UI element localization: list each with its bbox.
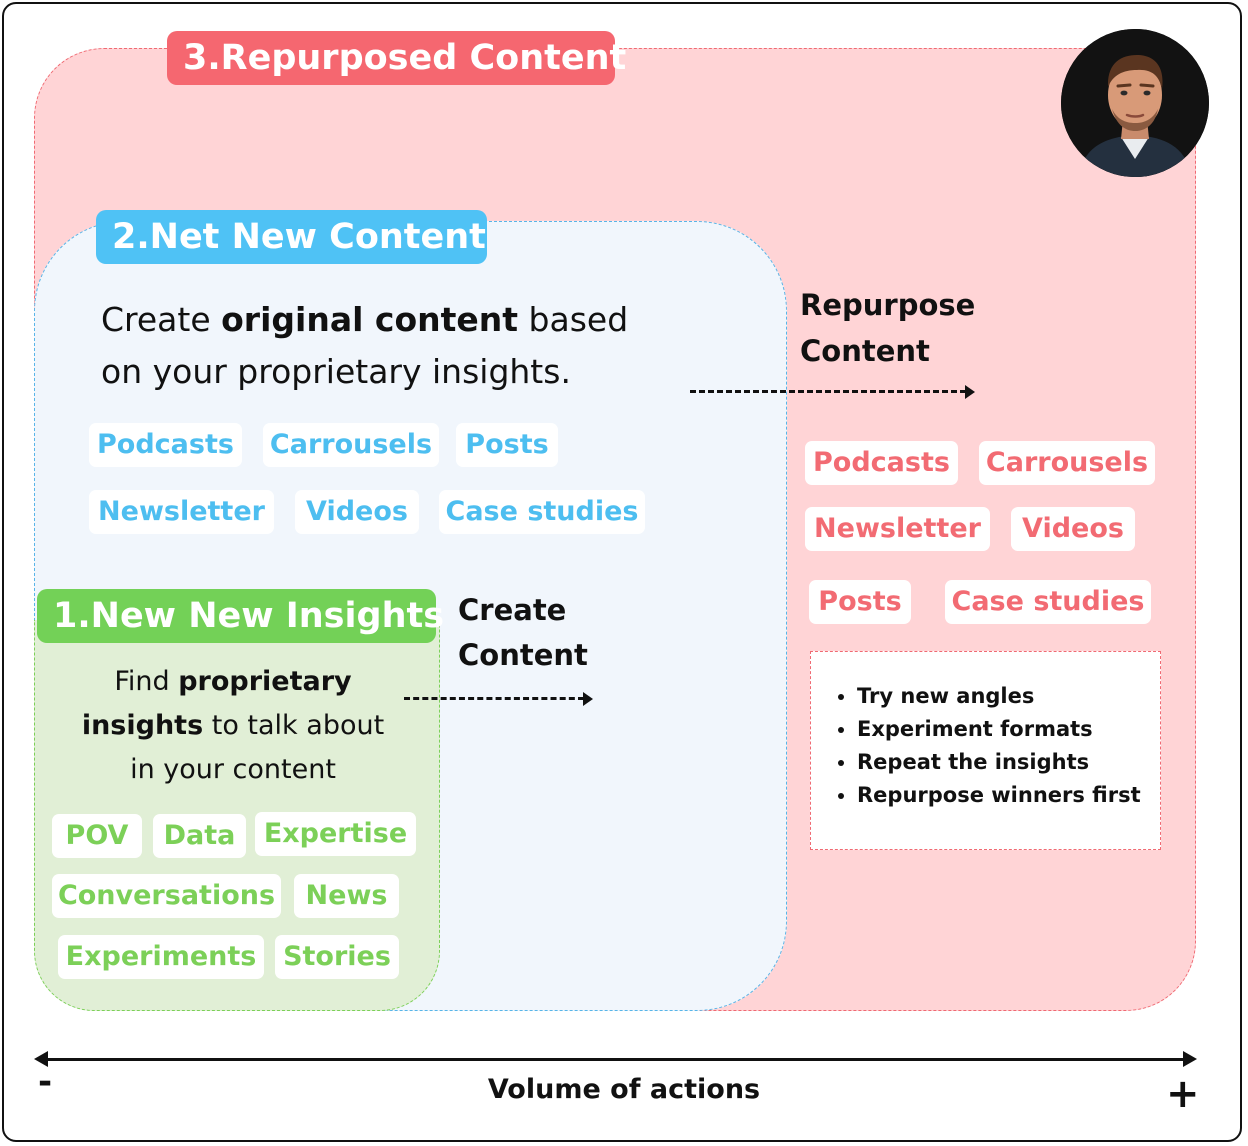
repurposed-chip-case-studies: Case studies	[945, 580, 1151, 624]
insights-chip-stories: Stories	[275, 935, 399, 979]
create-label-line2: Content	[458, 638, 588, 672]
desc-bold-text: proprietary	[178, 666, 352, 697]
repurpose-label-line2: Content	[800, 334, 930, 368]
insights-chip-conversations: Conversations	[52, 874, 281, 918]
portrait-illustration	[1061, 29, 1209, 177]
insights-chip-expertise: Expertise	[255, 812, 416, 856]
net-new-chip-case-studies: Case studies	[439, 490, 645, 534]
net-new-description-line2: on your proprietary insights.	[101, 352, 571, 391]
tip-item: Experiment formats	[857, 713, 1160, 746]
tip-item: Repurpose winners first	[857, 779, 1160, 812]
insights-chip-pov: POV	[52, 814, 142, 858]
insights-description-line2: insights to talk about	[58, 704, 408, 748]
axis-arrow-right-icon	[1183, 1051, 1197, 1067]
insights-description-line1: Find proprietary	[58, 660, 408, 704]
net-new-chip-posts: Posts	[456, 423, 558, 467]
net-new-description: Create original content based on your pr…	[101, 294, 628, 398]
axis-max-symbol: +	[1166, 1071, 1200, 1117]
tips-list: Try new angles Experiment formats Repeat…	[811, 652, 1160, 812]
author-avatar	[1061, 29, 1209, 177]
insights-chip-data: Data	[153, 814, 246, 858]
repurpose-content-label: Repurpose Content	[800, 282, 975, 374]
repurposed-chip-podcasts: Podcasts	[805, 441, 958, 485]
tip-item: Try new angles	[857, 680, 1160, 713]
repurposed-chip-carrousels: Carrousels	[979, 441, 1155, 485]
repurpose-arrow	[690, 384, 975, 399]
desc-bold-text: insights	[81, 710, 204, 741]
repurposed-chip-newsletter: Newsletter	[805, 507, 990, 551]
axis-min-symbol: -	[38, 1062, 53, 1102]
create-content-label: Create Content	[458, 588, 588, 678]
insights-description: Find proprietary insights to talk about …	[58, 660, 408, 792]
net-new-chip-newsletter: Newsletter	[89, 490, 274, 534]
desc-bold-text: original content	[221, 300, 519, 339]
net-new-content-title: 2.Net New Content	[96, 210, 487, 264]
repurposed-chip-posts: Posts	[809, 580, 911, 624]
desc-text: based	[518, 300, 629, 339]
desc-text: to talk about	[203, 710, 385, 741]
net-new-chip-podcasts: Podcasts	[89, 423, 242, 467]
insights-description-line3: in your content	[130, 754, 336, 785]
repurposed-content-title: 3.Repurposed Content	[167, 31, 626, 85]
desc-text: Create	[101, 300, 222, 339]
repurpose-tips-box: Try new angles Experiment formats Repeat…	[810, 651, 1161, 850]
tip-item: Repeat the insights	[857, 746, 1160, 779]
net-new-description-line1: Create original content based	[101, 294, 628, 346]
desc-text: Find	[114, 666, 179, 697]
repurposed-chip-videos: Videos	[1011, 507, 1135, 551]
repurpose-label-line1: Repurpose	[800, 288, 976, 322]
net-new-chip-videos: Videos	[295, 490, 419, 534]
axis-label: Volume of actions	[487, 1074, 761, 1105]
volume-axis-line	[44, 1058, 1187, 1061]
create-label-line1: Create	[458, 593, 567, 627]
axis-arrow-left-icon	[34, 1051, 48, 1067]
create-arrow	[404, 691, 593, 706]
insights-chip-news: News	[294, 874, 399, 918]
insights-chip-experiments: Experiments	[58, 935, 264, 979]
net-new-chip-carrousels: Carrousels	[263, 423, 439, 467]
new-insights-title: 1.New New Insights	[37, 589, 444, 643]
